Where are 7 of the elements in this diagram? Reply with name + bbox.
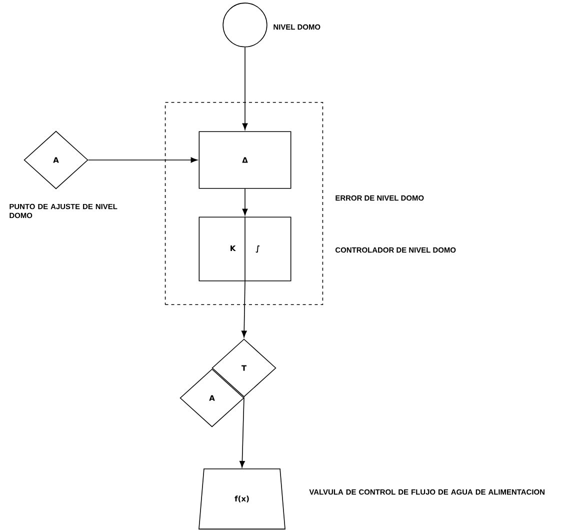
arrow <box>242 46 248 130</box>
arrow <box>88 157 198 163</box>
arrow <box>240 396 245 468</box>
arrow <box>242 188 248 216</box>
sensor-circle <box>222 2 268 48</box>
controller-group-box <box>164 102 324 306</box>
arrow <box>241 280 247 338</box>
